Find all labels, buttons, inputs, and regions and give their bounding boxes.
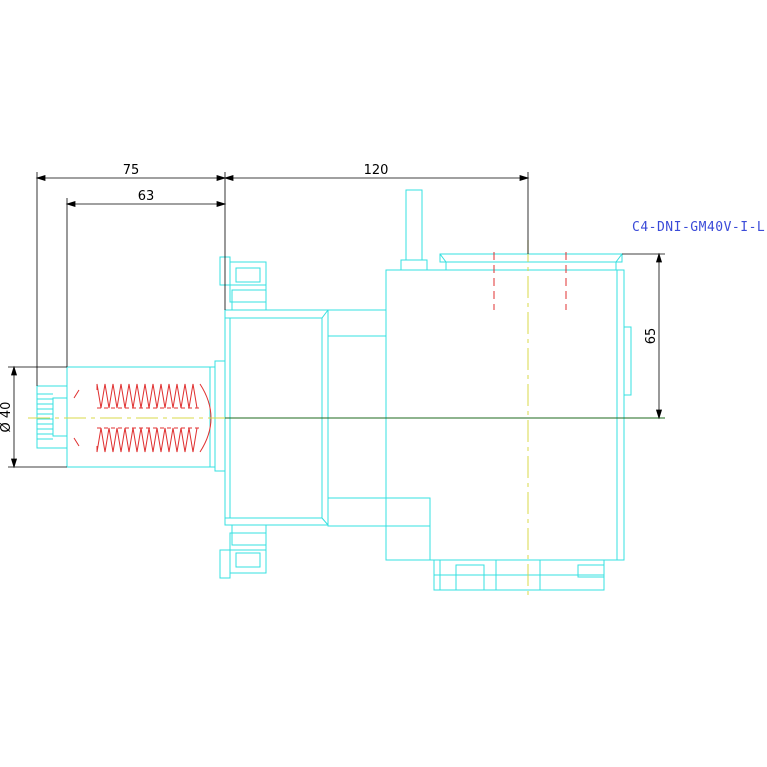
- dim-120-arrow-left: [223, 174, 234, 182]
- lower-mount-bracket: [219, 524, 267, 579]
- dim-diameter-label: Ø 40: [0, 402, 14, 433]
- collet-flange: [214, 360, 226, 472]
- lower-neck: [327, 497, 431, 527]
- dim-dia-arrow-bottom: [10, 458, 18, 469]
- upper-neck: [327, 309, 387, 337]
- dimension-lines: [8, 172, 665, 469]
- dim-65-arrow-top: [655, 252, 663, 263]
- main-housing: [385, 269, 625, 561]
- dim-120-arrow-right: [519, 174, 530, 182]
- top-plate: [439, 253, 623, 271]
- dim-65-arrow-bottom: [655, 409, 663, 420]
- bottom-base: [433, 559, 605, 591]
- thread-start-cap: [73, 389, 80, 447]
- tool-holder-outline: [36, 189, 632, 591]
- dim-63-arrow-right: [216, 200, 227, 208]
- thread-upper-profile: [96, 383, 198, 409]
- thread-lower-profile: [96, 427, 198, 453]
- collet-thread: [73, 252, 567, 453]
- dim-120-label: 120: [364, 163, 389, 178]
- housing-side-cap: [623, 326, 632, 396]
- dim-75-label: 75: [123, 163, 140, 178]
- dim-dia-arrow-top: [10, 365, 18, 376]
- dim-75-arrow-left: [35, 174, 46, 182]
- collet-teeth: [37, 393, 53, 440]
- collet-nose-inner: [52, 397, 68, 437]
- top-spindle: [400, 189, 428, 271]
- dim-63-label: 63: [138, 189, 155, 204]
- part-number-label: C4-DNI-GM40V-I-L: [632, 220, 765, 235]
- center-lines: [28, 240, 529, 600]
- upper-mount-bracket: [219, 256, 267, 311]
- dim-75-arrow-right: [216, 174, 227, 182]
- dim-65-label: 65: [644, 328, 659, 345]
- dim-63-arrow-left: [65, 200, 76, 208]
